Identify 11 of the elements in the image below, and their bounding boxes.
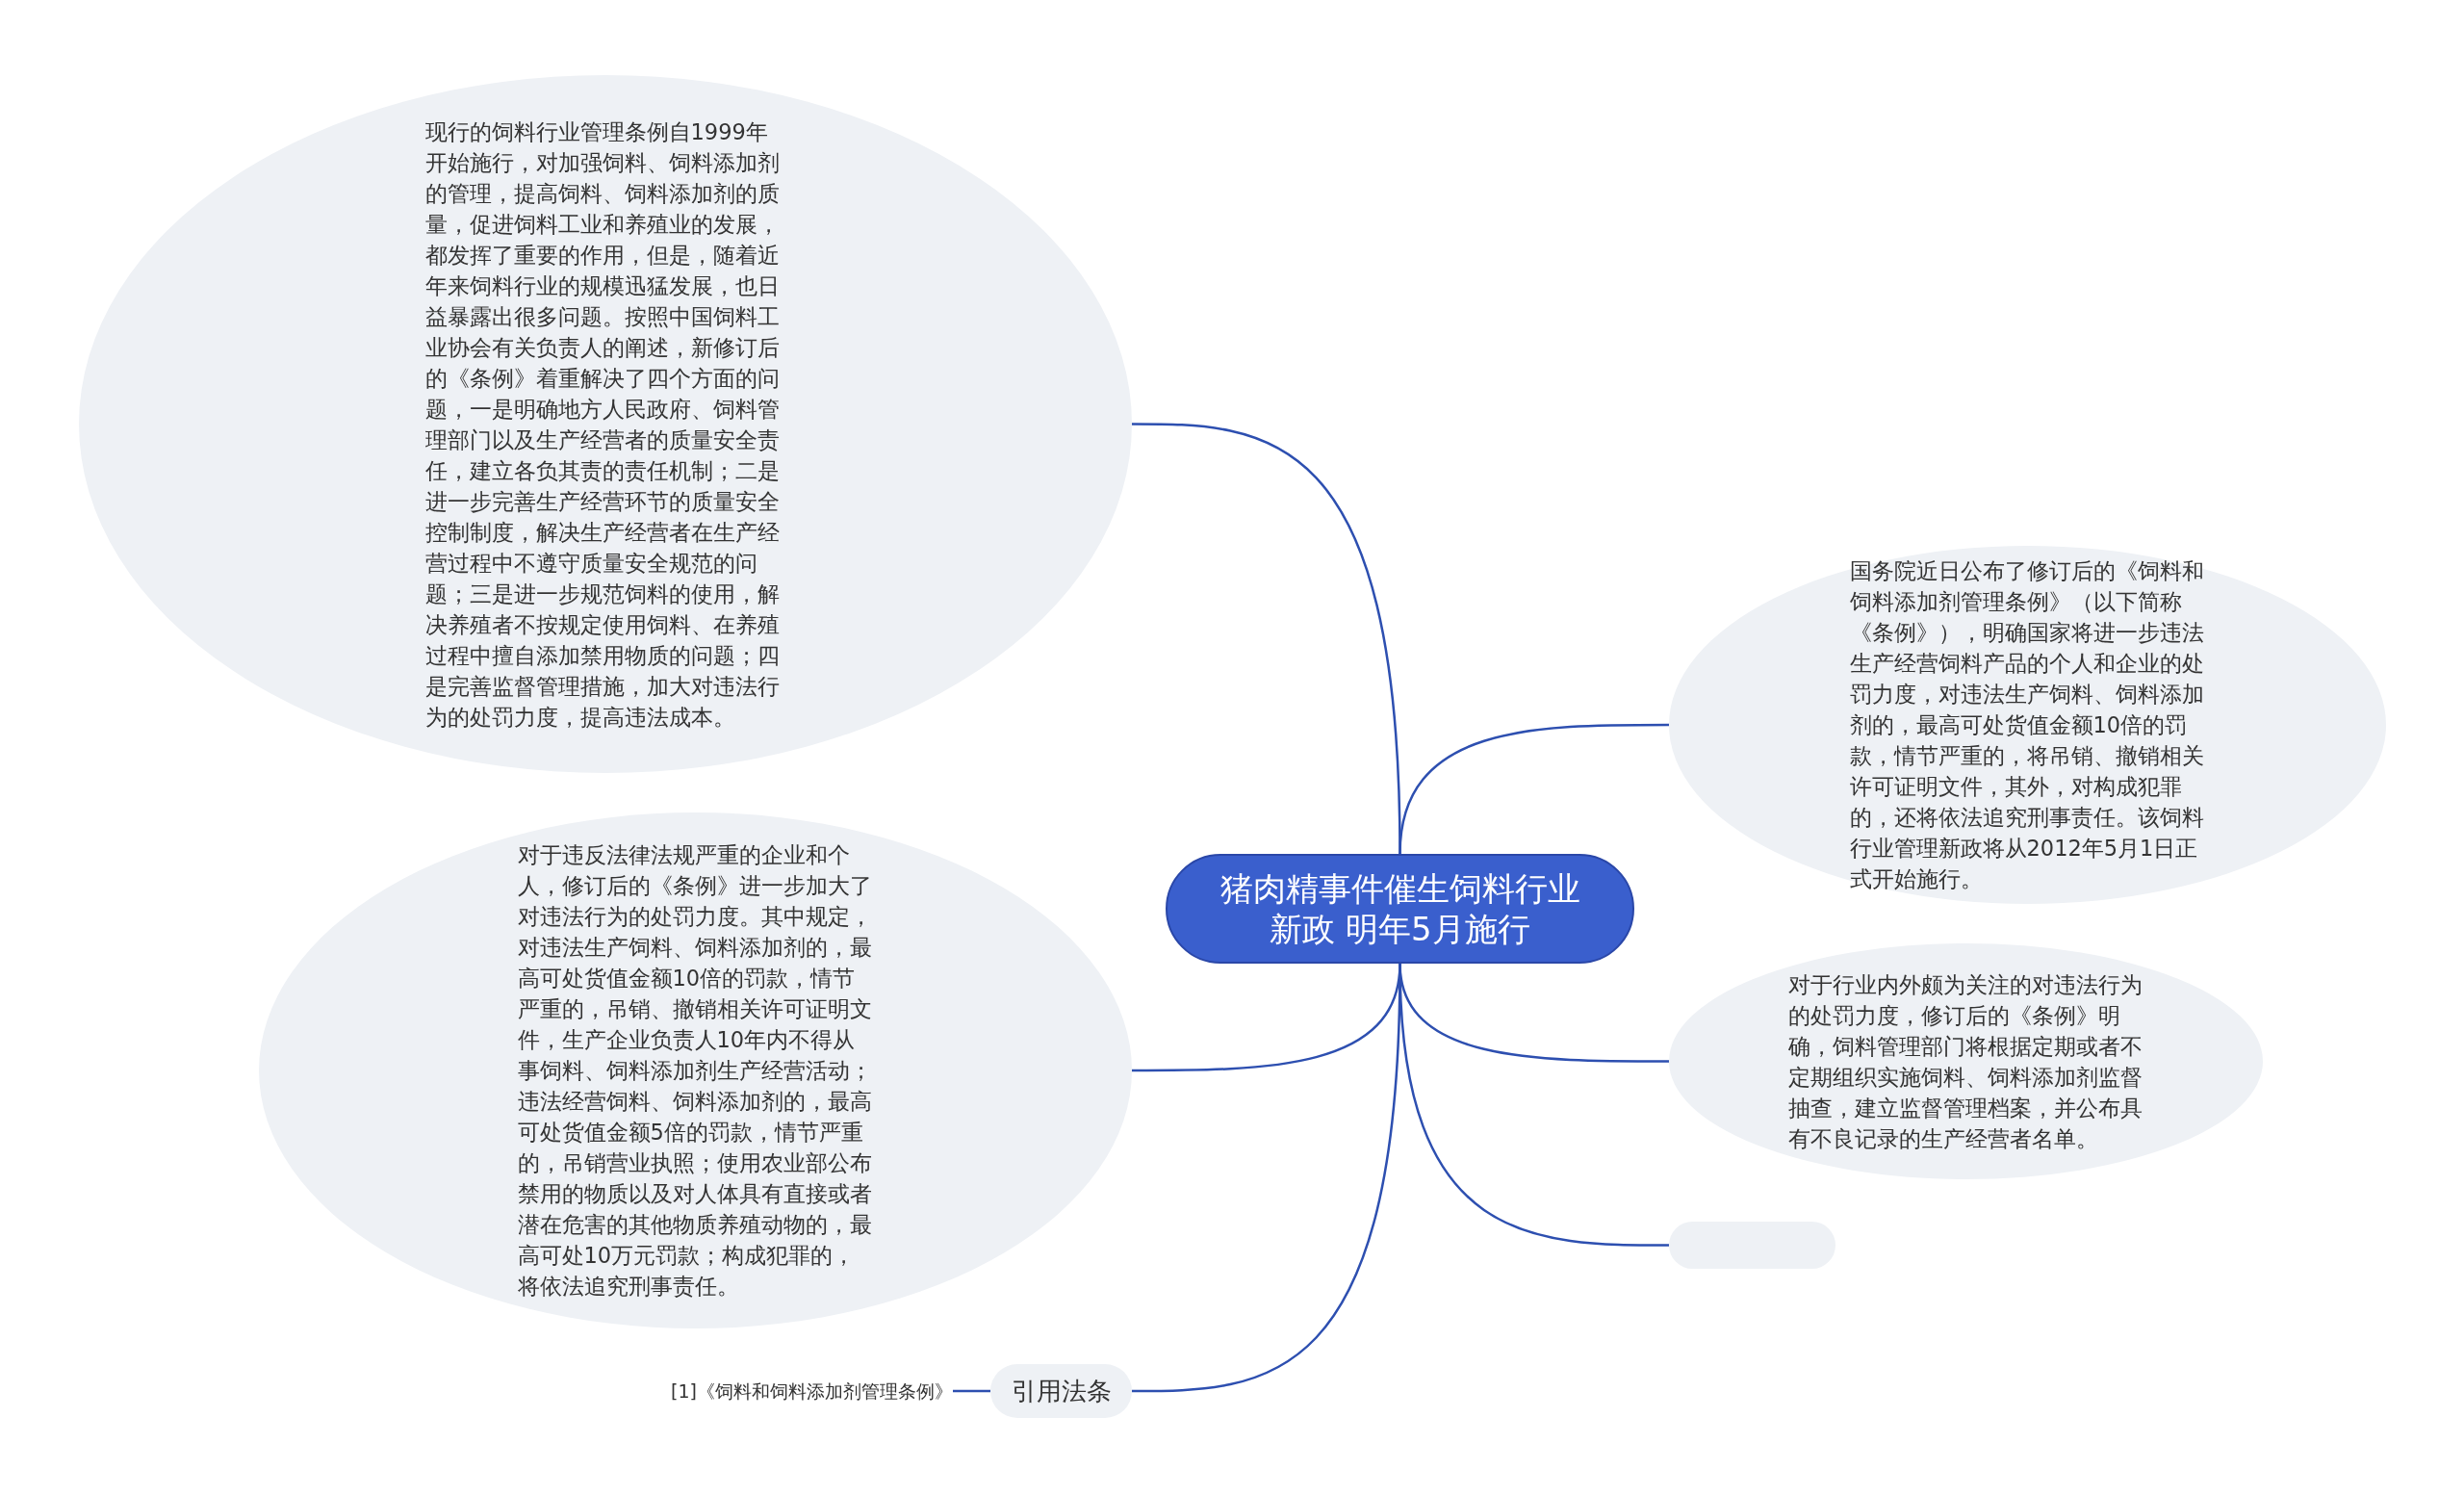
topic-text: 国务院近日公布了修订后的《饲料和饲料添加剂管理条例》（以下简称《条例》），明确国家将进一步违法生产经营饲料产品的个人和企业的处罚力度，对违法生产饲料、饲料添加剂的，最高可处货值金额10倍的罚款，情节严重的，将吊销、撤销相关许可证明文件，其外，对构成犯罪的，还将依法追究刑事责任。该饲料行业管理新政将从2012年5月1日正式开始施行。 [1849, 557, 2205, 893]
topic-text: 对于违反法律法规严重的企业和个人，修订后的《条例》进一步加大了对违法行为的处罚力度。其中规定，对违法生产饲料、饲料添加剂的，最高可处货值金额10倍的罚款，情节严重的，吊销、撤销相关许可证明文件，生产企业负责人10年内不得从事饲料、饲料添加剂生产经营活动；违法经营饲料、饲料添加剂的，最高可处货值金额5倍的罚款，情节严重的，吊销营业执照；使用农业部公布禁用的物质以及对人体具有直接或者潜在危害的其他物质养殖动物的，最高可处10万元罚款；构成犯罪的，将依法追究刑事责任。 [517, 841, 873, 1301]
connector-line [953, 1389, 990, 1393]
topic-pill [1669, 1222, 1835, 1269]
reference-text: [1]《饲料和饲料添加剂管理条例》 [671, 1379, 953, 1404]
connector-line [1399, 723, 1669, 855]
topic-text: 引用法条 [1011, 1376, 1112, 1406]
topic-pill [990, 1364, 1132, 1418]
topic-text: 对于行业内外颇为关注的对违法行为的处罚力度，修订后的《条例》明确，饲料管理部门将根据定期或者不定期组织实施饲料、饲料添加剂监督抽查，建立监督管理档案，并公布具有不良记录的生产经营者名单。 [1787, 970, 2143, 1153]
topic-text: 现行的饲料行业管理条例自1999年开始施行，对加强饲料、饲料添加剂的管理，提高饲料、饲料添加剂的质量，促进饲料工业和养殖业的发展，都发挥了重要的作用，但是，随着近年来饲料行业的规模迅猛发展，也日益暴露出很多问题。按照中国饲料工业协会有关负责人的阐述，新修订后的《条例》着重解决了四个方面的问题，一是明确地方人民政府、饲料管理部门以及生产经营者的质量安全责任，建立各负其责的责任机制；二是进一步完善生产经营环节的质量安全控制制度，解决生产经营者在生产经营过程中不遵守质量安全规范的问题；三是进一步规范饲料的使用，解决养殖者不按规定使用饲料、在养殖过程中擅自添加禁用物质的问题；四是完善监督管理措施，加大对违法行为的处罚力度，提高违法成本。 [424, 117, 781, 732]
topic-text: 猪肉精事件催生饲料行业新政 明年5月施行 [1219, 868, 1581, 949]
